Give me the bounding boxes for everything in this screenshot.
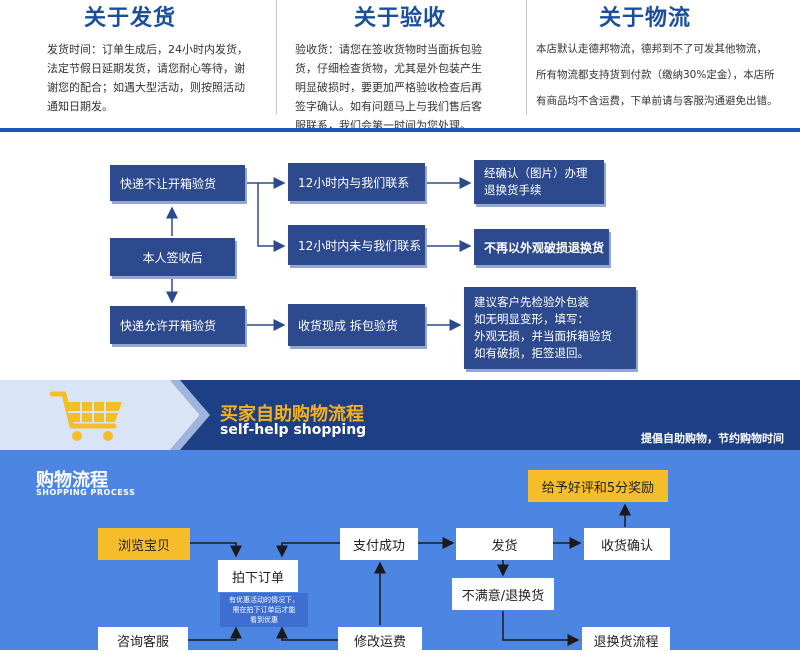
text-line: 如有破损，拒签退回。 [474, 346, 589, 360]
banner-title: 买家自助购物流程 [220, 404, 364, 425]
flow-signed-box: 本人签收后 [110, 238, 235, 276]
section-divider [0, 128, 800, 132]
arrow-modify-order [276, 626, 338, 641]
arrow-unsatisfied-return [502, 611, 580, 646]
flow-contact-box: 12小时内与我们联系 [288, 163, 425, 201]
banner-subtitle: self-help shopping [220, 422, 367, 438]
arrow-pay-order [276, 542, 340, 558]
place-order-box: 拍下订单 [218, 560, 298, 592]
flow-receive-box: 收货现成 拆包验货 [288, 304, 425, 346]
logistics-text: 本店默认走德邦物流，德邦到不了可发其他物流， 所有物流都支持货到付款（缴纳30%… [536, 36, 798, 114]
flow-advice-box: 建议客户先检验外包装 如无明显变形，填写： 外观无损，并当面拆箱验货 如有破损，… [464, 287, 636, 369]
delivery-title: 关于发货 [83, 6, 176, 31]
receipt-confirm-box: 收货确认 [584, 528, 670, 560]
arrow-consult-order [188, 626, 242, 641]
shopping-cart-icon [49, 391, 122, 441]
text-line: 签字确认。如有问题马上与我们售后客 [295, 100, 482, 113]
text-line: 明显破损时，要更加严格验收检查后再 [295, 81, 482, 94]
text-line: 发货时间：订单生成后，24小时内发货， [47, 43, 248, 56]
consult-service-box: 咨询客服 [98, 627, 188, 653]
text-line: 所有物流都支持货到付款（缴纳30%定金），本店所 [536, 69, 775, 81]
text-line: 本店默认走德邦物流，德邦到不了可发其他物流， [536, 43, 767, 55]
text-line: 外观无损，并当面拆箱验货 [474, 329, 612, 343]
order-discount-note: 有优惠活动的情况下， 需在拍下订单后才能 看到优惠 [220, 593, 308, 627]
text-line: 如无明显变形，填写： [474, 312, 589, 326]
shopping-process-title: 购物流程 [36, 470, 108, 491]
arrow-branch [257, 183, 286, 252]
text-line: 通知日期发。 [47, 100, 113, 113]
flow-no-open-box: 快递不让开箱验货 [110, 165, 245, 201]
flow-no-return-box: 不再以外观破损退换货 [474, 229, 609, 265]
return-process-box: 退换货流程 [582, 627, 670, 653]
inspection-title: 关于验收 [353, 6, 446, 31]
modify-shipping-box: 修改运费 [338, 627, 422, 653]
text-line: 看到优惠 [250, 616, 278, 624]
text-line: 建议客户先检验外包装 [474, 295, 589, 309]
ship-box: 发货 [456, 528, 553, 560]
flow-photo-result-box: 经确认（图片）办理 退换货手续 [474, 160, 604, 204]
browse-products-box: 浏览宝贝 [98, 528, 190, 560]
banner-slogan: 提倡自助购物，节约购物时间 [641, 432, 784, 445]
flow-allow-open-box: 快递允许开箱验货 [110, 306, 245, 344]
text-line: 货，仔细检查货物，尤其是外包装产生 [295, 62, 482, 75]
arrow-browse-order [190, 542, 242, 558]
text-line: 谢您的配合；如遇大型活动，则按照活动 [47, 81, 245, 94]
text-line: 有商品均不含运费，下单前请与客服沟通避免出错。 [536, 95, 778, 107]
delivery-text: 发货时间：订单生成后，24小时内发货， 法定节假日延期发货，请您耐心等待，谢 谢… [47, 40, 272, 116]
flow-no-contact-box: 12小时内未与我们联系 [288, 225, 425, 265]
review-reward-box: 给予好评和5分奖励 [528, 470, 668, 502]
flow-connectors [166, 177, 472, 331]
text-line: 有优惠活动的情况下， [229, 596, 299, 604]
logistics-title: 关于物流 [598, 6, 691, 31]
column-divider [526, 0, 527, 115]
text-line: 退换货手续 [484, 183, 542, 197]
payment-success-box: 支付成功 [340, 528, 418, 560]
unsatisfied-return-box: 不满意/退换货 [452, 578, 554, 610]
column-divider [276, 0, 277, 115]
shopping-process-subtitle: SHOPPING PROCESS [36, 488, 136, 497]
text-line: 验收货：请您在签收货物时当面拆包验 [295, 43, 482, 56]
text-line: 需在拍下订单后才能 [232, 606, 296, 614]
text-line: 法定节假日延期发货，请您耐心等待，谢 [47, 62, 245, 75]
text-line: 经确认（图片）办理 [484, 166, 588, 180]
